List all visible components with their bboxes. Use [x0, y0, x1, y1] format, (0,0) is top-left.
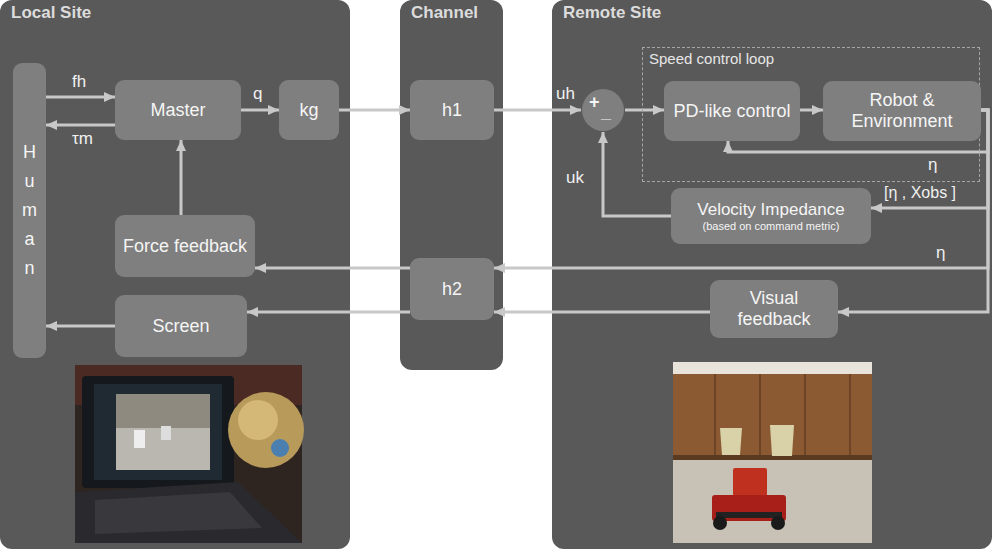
signal-arrow: [46, 96, 115, 99]
signal-name: uh: [556, 84, 575, 104]
process-box: PD-like control: [664, 81, 800, 141]
node-label: PD-like control: [668, 101, 795, 122]
node-label: kg: [294, 100, 323, 121]
process-box: Visual feedback: [710, 280, 838, 338]
node-label: Master: [145, 100, 210, 121]
node-label: _: [601, 103, 645, 121]
process-box: Velocity Impedance(based on command metr…: [671, 188, 871, 244]
signal-arrow: [180, 140, 183, 215]
local-photo: [75, 365, 304, 543]
process-box: Force feedback: [115, 215, 255, 277]
signal-arrow: [46, 325, 115, 328]
summing-junction: +_: [581, 88, 625, 132]
node-label: (based on command metric): [698, 220, 845, 233]
channel-panel: Channel h1 h2: [400, 0, 503, 370]
signal-name: uk: [566, 168, 584, 188]
node-label: h1: [437, 100, 467, 121]
signal-name: η: [936, 243, 945, 263]
node-label: H u m a n: [21, 138, 39, 284]
node-label: h2: [437, 279, 467, 300]
gain-box: kg: [279, 80, 339, 140]
signal-arrow: [247, 311, 410, 314]
signal-name: q: [253, 84, 262, 104]
process-box: Master: [115, 80, 241, 140]
signal-arrow: [46, 124, 115, 127]
signal-name: fh: [72, 72, 86, 92]
process-box: Robot & Environment: [823, 81, 981, 141]
signal-arrow: [494, 311, 710, 314]
node-label: Screen: [147, 316, 214, 337]
delay-box: h1: [410, 80, 494, 140]
signal-arrow: [800, 109, 823, 112]
node-label: Velocity Impedance: [692, 200, 849, 220]
process-box: Screen: [115, 295, 247, 357]
node-label: Channel: [400, 0, 503, 23]
node-label: Robot & Environment: [823, 90, 981, 132]
signal-name: τm: [72, 129, 93, 149]
node-label: Local Site: [0, 0, 350, 23]
node-label: Visual feedback: [710, 288, 838, 330]
signal-arrow: [255, 267, 410, 270]
signal-arrow: [494, 109, 581, 112]
signal-arrow: [241, 109, 279, 112]
signal-name: [η , Xobs ]: [884, 183, 956, 203]
node-label: Remote Site: [552, 0, 992, 23]
node-label: Speed control loop: [643, 48, 979, 67]
signal-arrow: [339, 109, 410, 112]
signal-arrow: [625, 109, 664, 112]
node-label: Force feedback: [118, 236, 252, 257]
remote-photo: [673, 362, 872, 543]
human-bar: H u m a n: [13, 63, 46, 358]
delay-box: h2: [410, 258, 494, 320]
signal-name: η: [928, 155, 937, 175]
